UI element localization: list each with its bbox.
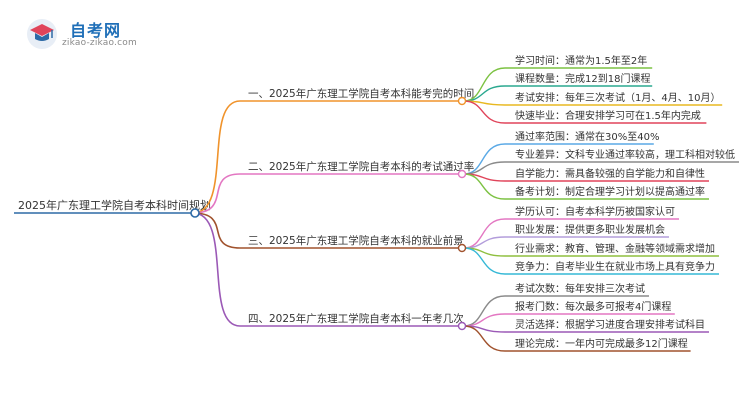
- logo-url: zikao-zikao.com: [62, 38, 137, 48]
- branch-label: 一、2025年广东理工学院自考本科能考完的时间: [248, 87, 474, 100]
- leaf-label: 报考门数：每次最多可报考4门课程: [515, 300, 671, 313]
- leaf-label: 竞争力：自考毕业生在就业市场上具有竞争力: [515, 260, 715, 273]
- logo-title: 自考网: [70, 21, 122, 40]
- graduation-cap-icon: [27, 19, 57, 49]
- leaf-connector: [463, 218, 506, 249]
- leaf-label: 考试安排：每年三次考试（1月、4月、10月）: [515, 91, 720, 104]
- leaf-label: 灵活选择：根据学习进度合理安排考试科目: [515, 318, 705, 331]
- branch-connector: [192, 212, 241, 327]
- leaf-connector: [463, 247, 506, 275]
- branch-label: 三、2025年广东理工学院自考本科的就业前景: [248, 234, 464, 247]
- branch-node: [457, 321, 467, 331]
- branch-label: 二、2025年广东理工学院自考本科的考试通过率: [248, 160, 474, 173]
- root-node: [190, 208, 200, 218]
- leaf-label: 职业发展：提供更多职业发展机会: [515, 223, 665, 236]
- leaf-label: 专业差异：文科专业通过率较高，理工科相对较低: [515, 148, 735, 161]
- leaf-label: 理论完成：一年内可完成最多12门课程: [515, 337, 688, 350]
- branch-node: [457, 243, 467, 253]
- branch-node: [457, 96, 467, 106]
- site-logo[interactable]: 自考网 zikao-zikao.com: [26, 16, 156, 52]
- leaf-label: 自学能力：需具备较强的自学能力和自律性: [515, 167, 705, 180]
- branch-label: 四、2025年广东理工学院自考本科一年考几次: [248, 312, 464, 325]
- branch-connector: [192, 173, 241, 214]
- leaf-label: 学习时间：通常为1.5年至2年: [515, 54, 647, 67]
- leaf-connector: [463, 295, 506, 327]
- branch-connector: [192, 212, 241, 249]
- leaf-connector: [463, 173, 506, 200]
- leaf-label: 行业需求：教育、管理、金融等领域需求增加: [515, 242, 715, 255]
- branch-node: [457, 169, 467, 179]
- leaf-connector: [463, 325, 506, 352]
- leaf-label: 通过率范围：通常在30%至40%: [515, 130, 659, 143]
- leaf-label: 考试次数：每年安排三次考试: [515, 282, 645, 295]
- root-label: 2025年广东理工学院自考本科时间规划: [18, 198, 211, 212]
- leaf-connector: [463, 100, 506, 124]
- leaf-label: 快速毕业：合理安排学习可在1.5年内完成: [515, 109, 701, 122]
- leaf-label: 学历认可：自考本科学历被国家认可: [515, 205, 675, 218]
- leaf-label: 课程数量：完成12到18门课程: [515, 72, 650, 85]
- branch-connector: [192, 100, 241, 214]
- leaf-label: 备考计划：制定合理学习计划以提高通过率: [515, 185, 705, 198]
